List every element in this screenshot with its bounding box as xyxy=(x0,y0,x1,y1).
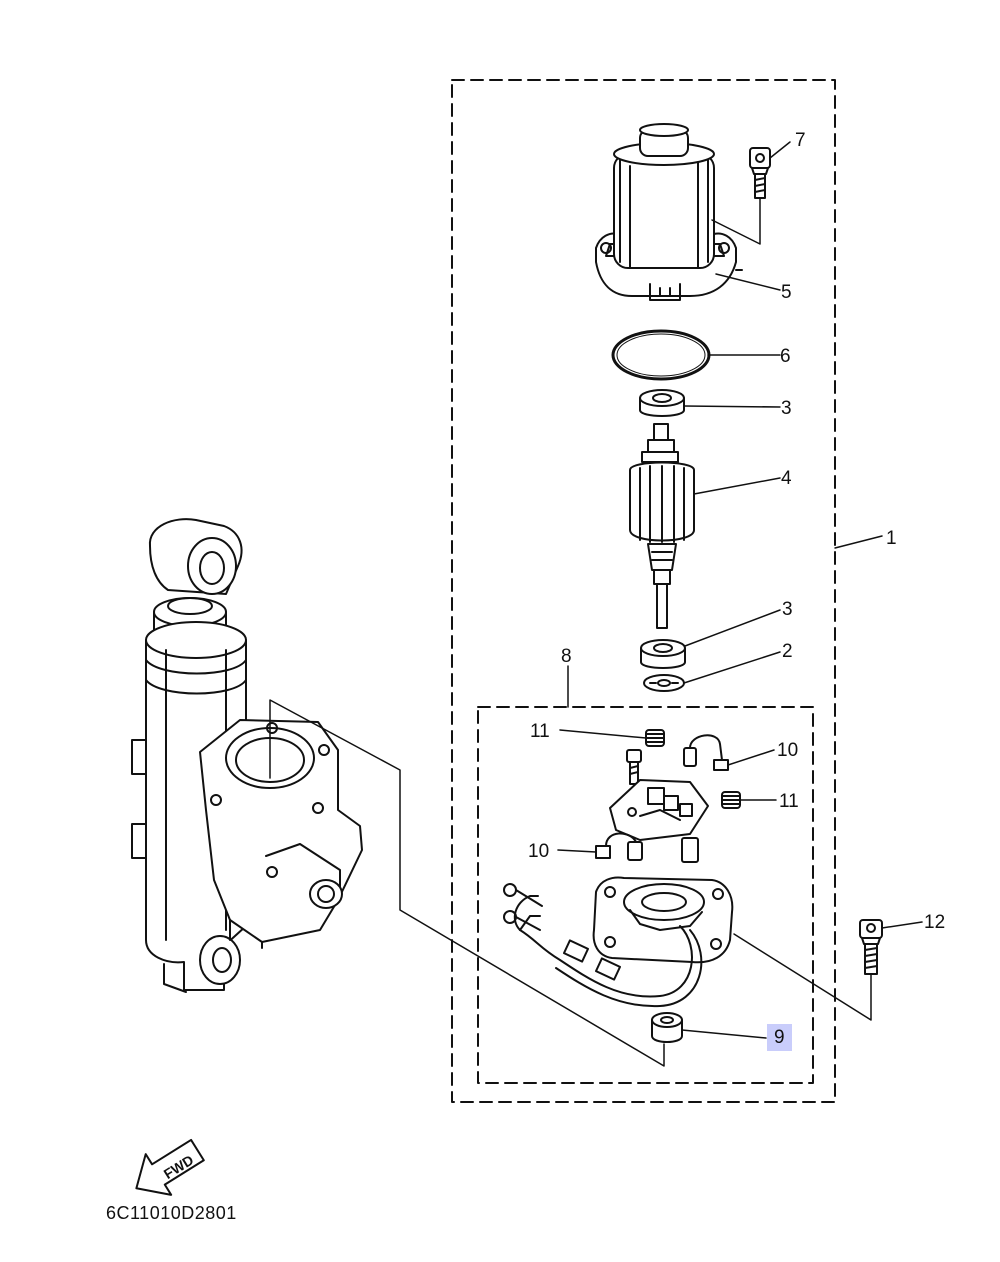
callout-12[interactable]: 12 xyxy=(924,912,946,933)
callout-3-bearing-lower[interactable]: 3 xyxy=(782,599,793,620)
fwd-direction-arrow xyxy=(135,1138,205,1196)
callout-8[interactable]: 8 xyxy=(561,646,572,667)
bearing-3-upper[interactable] xyxy=(639,389,685,417)
callout-11-spring-left[interactable]: 11 xyxy=(530,721,550,742)
brush-holder[interactable] xyxy=(609,779,709,841)
callout-7[interactable]: 7 xyxy=(795,130,806,151)
callout-4[interactable]: 4 xyxy=(781,468,792,489)
spring-11-right[interactable] xyxy=(721,791,741,809)
callout-6[interactable]: 6 xyxy=(780,346,791,367)
brush-10-left[interactable] xyxy=(595,832,643,861)
end-cover-housing[interactable] xyxy=(592,876,734,964)
diagram-code: 6C11010D2801 xyxy=(106,1203,237,1223)
callout-9-highlighted[interactable]: 9 xyxy=(767,1024,792,1051)
callout-5[interactable]: 5 xyxy=(781,282,792,303)
washer-2[interactable] xyxy=(643,674,685,692)
tilt-cylinder[interactable] xyxy=(131,518,363,993)
bearing-3-lower[interactable] xyxy=(640,639,686,669)
bolt-7[interactable] xyxy=(749,147,771,199)
bolt-12[interactable] xyxy=(859,919,883,975)
callout-2[interactable]: 2 xyxy=(782,641,793,662)
callout-10-brush-right[interactable]: 10 xyxy=(777,740,799,761)
motor-housing[interactable] xyxy=(595,123,743,301)
callout-10-brush-left[interactable]: 10 xyxy=(528,841,550,862)
leader-lines xyxy=(557,141,923,1039)
brush-holder-screw[interactable] xyxy=(626,749,642,785)
brush-holder-terminal xyxy=(681,837,699,863)
assembly-1-boundary xyxy=(451,79,836,1103)
o-ring-6[interactable] xyxy=(611,329,711,381)
grommet-9[interactable] xyxy=(651,1012,683,1043)
callout-11-spring-right[interactable]: 11 xyxy=(779,791,799,812)
armature-4[interactable] xyxy=(629,423,695,629)
callout-3-bearing-upper[interactable]: 3 xyxy=(781,398,792,419)
brush-10-right[interactable] xyxy=(683,734,729,771)
wire-harness xyxy=(503,883,703,1008)
spring-11-left[interactable] xyxy=(645,729,665,747)
assembly-8-boundary xyxy=(477,706,814,1084)
assembly-guide-line-9 xyxy=(269,699,665,1067)
callout-1[interactable]: 1 xyxy=(886,528,897,549)
